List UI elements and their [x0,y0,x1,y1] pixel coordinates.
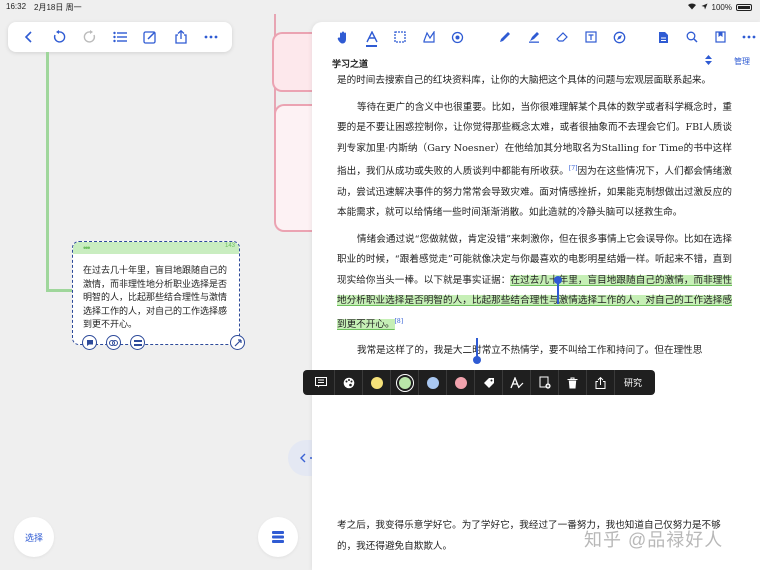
document-title: 学习之道 [332,59,369,69]
palette-icon[interactable] [335,370,363,395]
card-drag-icon[interactable]: ••• [83,243,91,253]
document-pane: 学习之道 管理 是的时间去搜索自己的红块资料库，让你的大脑把这个具体的问题与宏观… [312,22,760,570]
status-time: 16:32 [6,2,27,11]
share-icon[interactable] [587,370,615,395]
card-handles [82,335,250,353]
more-icon[interactable] [738,26,760,48]
toolbar-divider-2 [636,26,646,48]
footnote-ref-8[interactable]: [8] [394,317,404,325]
select-button[interactable]: 选择 [14,517,54,557]
card-text: 在过去几十年里，盲目地跟随自己的激情，而非理性地分析职业选择是否明智的人，比起那… [83,265,228,329]
card-counter: 143 [224,243,235,249]
blue-swatch [426,376,439,389]
text-select-icon[interactable] [360,26,382,48]
text-box-icon[interactable] [579,26,601,48]
delete-icon[interactable] [559,370,587,395]
manage-button[interactable]: 管理 [734,56,750,66]
bookmark-icon[interactable] [709,26,731,48]
text-line-top: 是的时间去搜索自己的红块资料库，让你的大脑把这个具体的问题与宏观层面联系起来。 [337,75,712,86]
search-icon[interactable] [681,26,703,48]
color-green[interactable] [391,370,419,395]
highlighter-icon[interactable] [522,26,544,48]
note-icon[interactable] [307,370,335,395]
paragraph-3: 我常是这样了的，我是大二时常立不热情学，要不叫给工作和持问了。但在理性思 [357,345,703,357]
color-blue[interactable] [419,370,447,395]
undo-icon[interactable] [48,26,70,48]
toolbar-divider [474,26,488,48]
mindmap-connector-green [46,52,49,292]
stack-icon [272,531,284,543]
redo-icon[interactable] [79,26,101,48]
link-icon[interactable] [106,335,121,350]
location-icon [701,3,708,12]
page-icon[interactable] [652,26,674,48]
paragraph-1-tail: 因为在这些情况下，人们都会情绪激动，尝试迅速解决事件的努力常常会导致灾难。面对情… [337,166,733,219]
status-bar: 16:32 2月18日 周一 100% [0,0,760,14]
red-swatch [454,376,467,389]
green-swatch [398,376,411,389]
edit-icon[interactable] [139,26,161,48]
document-toolbar [312,22,760,52]
paragraph-2-head: 情绪会通过说“您做就做，肯定没错”来刺激你，但在很多事情上它会误导你。比如在选择… [337,233,732,286]
selection-start-handle[interactable] [554,276,562,304]
back-icon[interactable] [18,26,40,48]
rectangle-select-icon[interactable] [389,26,411,48]
mindmap-node-pink-2[interactable] [274,104,312,232]
yellow-swatch [370,376,383,389]
footnote-ref-7[interactable]: [7] [568,165,578,172]
add-card-icon[interactable] [531,370,559,395]
paragraph-1-body: 等待在更广的含义中也很重要。比如，当你很难理解某个具体的数学或者科学概念时，重要… [337,101,732,178]
color-red[interactable] [447,370,475,395]
paragraph-1: 等待在更广的含义中也很重要。比如，当你很难理解某个具体的数学或者科学概念时，重要… [337,98,732,224]
paragraph-2: 情绪会通过说“您做就做，肯定没错”来刺激你，但在很多事情上它会误导你。比如在选择… [337,230,733,336]
share-icon[interactable] [170,26,192,48]
canvas-toolbar [8,22,232,52]
mindmap-connector-green-branch [46,289,74,292]
sort-icon[interactable] [705,55,712,67]
document-text-bottom: 考之后，我变得乐意学好它。为了学好它，我经过了一番努力，我也知道自己仅努力是不够… [337,520,721,552]
pen-icon[interactable] [494,26,516,48]
watermark: 知乎 @品禄好人 [584,530,724,550]
color-yellow[interactable] [363,370,391,395]
eraser-icon[interactable] [551,26,573,48]
comment-icon[interactable] [82,335,97,350]
wifi-icon [687,2,697,12]
battery-icon [736,3,752,11]
manage-area: 管理 [705,55,750,67]
mindmap-connector-pink [274,14,276,168]
research-button[interactable]: 研究 [623,378,642,388]
excerpt-card[interactable]: ••• 143 在过去几十年里，盲目地跟随自己的激情，而非理性地分析职业选择是否… [72,241,240,345]
selection-end-handle[interactable] [473,338,481,364]
outline-list-icon[interactable] [109,26,131,48]
layers-icon[interactable] [130,335,145,350]
lasso-icon[interactable] [417,26,439,48]
card-header: ••• 143 [73,242,239,254]
more-icon[interactable] [200,26,222,48]
mindmap-node-pink-1[interactable] [272,32,312,92]
battery-label: 100% [711,2,732,12]
resize-handle-icon[interactable] [230,335,245,350]
compass-icon[interactable] [608,26,630,48]
annotation-toolbar: 研究 [303,370,655,395]
hand-icon[interactable] [332,26,354,48]
status-right: 100% [687,2,752,12]
shape-icon[interactable] [446,26,468,48]
handwriting-icon[interactable] [503,370,531,395]
status-date: 2月18日 周一 [34,3,82,12]
tag-icon[interactable] [475,370,503,395]
outline-button[interactable] [258,517,298,557]
document-text[interactable]: 是的时间去搜索自己的红块资料库，让你的大脑把这个具体的问题与宏观层面联系起来。 … [337,71,733,362]
